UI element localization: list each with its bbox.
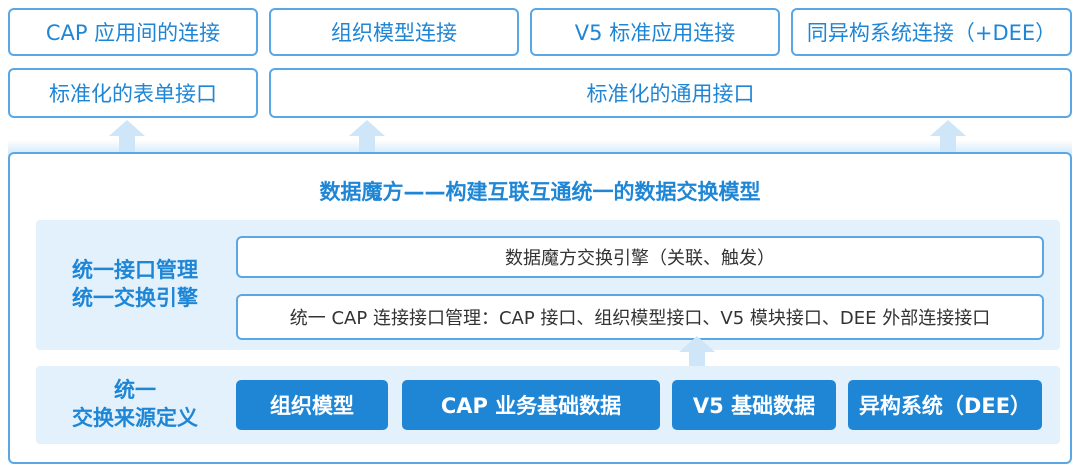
main-title: 数据魔方——构建互联互通统一的数据交换模型 [319, 180, 761, 204]
management-panel-label: 统一接口管理 统一交换引擎 [50, 256, 220, 312]
org-model-connection-label: 组织模型连接 [331, 21, 457, 45]
management-label-line2: 统一交换引擎 [72, 286, 198, 310]
form-interface-box: 标准化的表单接口 [8, 68, 258, 118]
form-interface-label: 标准化的表单接口 [49, 82, 217, 106]
exchange-engine-box: 数据魔方交换引擎（关联、触发） [236, 236, 1044, 278]
cap-app-connection-label: CAP 应用间的连接 [45, 21, 221, 45]
org-model-connection-box: 组织模型连接 [269, 8, 519, 56]
up-arrow-icon [109, 120, 145, 156]
heterogeneous-connection-label: 同异构系统连接（+DEE） [806, 21, 1057, 45]
source-label-line1: 统一 [114, 378, 156, 402]
up-arrow-icon [930, 120, 966, 156]
unified-interface-box: 统一 CAP 连接接口管理：CAP 接口、组织模型接口、V5 模块接口、DEE … [236, 294, 1044, 340]
cap-app-connection-box: CAP 应用间的连接 [8, 8, 258, 56]
up-arrow-icon [679, 336, 715, 372]
source-v5-data-label: V5 基础数据 [692, 394, 816, 418]
general-interface-label: 标准化的通用接口 [586, 82, 755, 106]
source-panel-label: 统一 交换来源定义 [50, 376, 220, 432]
management-label-line1: 统一接口管理 [72, 258, 198, 282]
exchange-engine-label: 数据魔方交换引擎（关联、触发） [505, 248, 775, 269]
source-cap-data: CAP 业务基础数据 [402, 380, 660, 430]
source-dee-label: 异构系统（DEE） [858, 394, 1032, 418]
heterogeneous-connection-box: 同异构系统连接（+DEE） [791, 8, 1072, 56]
v5-standard-connection-box: V5 标准应用连接 [530, 8, 780, 56]
source-org-model-label: 组织模型 [270, 394, 354, 418]
source-org-model: 组织模型 [236, 380, 388, 430]
up-arrow-icon [349, 120, 385, 156]
source-cap-data-label: CAP 业务基础数据 [440, 394, 622, 418]
unified-interface-label: 统一 CAP 连接接口管理：CAP 接口、组织模型接口、V5 模块接口、DEE … [289, 308, 991, 329]
v5-standard-connection-label: V5 标准应用连接 [574, 21, 736, 45]
source-v5-data: V5 基础数据 [672, 380, 836, 430]
source-label-line2: 交换来源定义 [72, 406, 198, 430]
general-interface-box: 标准化的通用接口 [269, 68, 1072, 118]
source-dee: 异构系统（DEE） [848, 380, 1042, 430]
